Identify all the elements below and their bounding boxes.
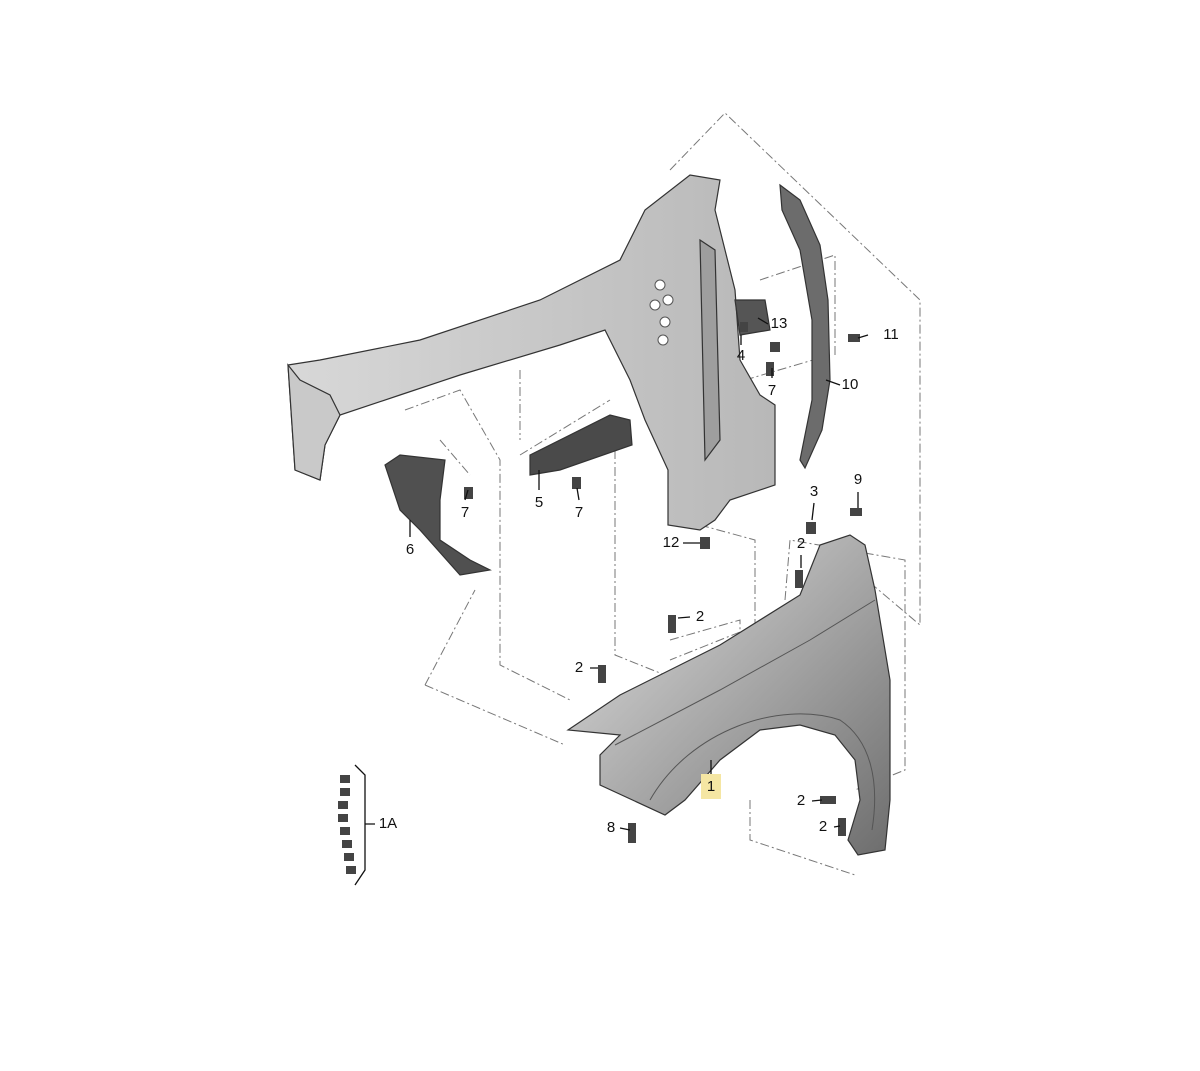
callout-7[interactable]: 7 xyxy=(461,504,469,521)
callout-2[interactable]: 2 xyxy=(797,792,805,809)
callout-1a[interactable]: 1A xyxy=(379,815,397,832)
part-5-bracket[interactable] xyxy=(529,414,633,476)
callout-10[interactable]: 10 xyxy=(842,376,859,393)
part-6-bracket[interactable] xyxy=(384,454,492,576)
part-1-fender[interactable] xyxy=(566,534,891,856)
callout-1-highlight xyxy=(701,774,721,799)
callout-2[interactable]: 2 xyxy=(797,535,805,552)
callout-2[interactable]: 2 xyxy=(575,659,583,676)
callout-8[interactable]: 8 xyxy=(607,819,615,836)
callout-7[interactable]: 7 xyxy=(575,504,583,521)
wheelhouse-pillar-structure xyxy=(287,174,776,531)
leader-lines xyxy=(409,317,869,831)
callout-4[interactable]: 4 xyxy=(737,347,745,364)
fasteners xyxy=(338,322,862,874)
callout-7[interactable]: 7 xyxy=(768,382,776,399)
callout-13[interactable]: 13 xyxy=(771,315,788,332)
callout-3[interactable]: 3 xyxy=(810,483,818,500)
callout-9[interactable]: 9 xyxy=(854,471,862,488)
callouts: 13 4 7 11 10 7 5 7 6 12 3 9 2 2 2 1 2 2 … xyxy=(379,315,899,836)
callout-11[interactable]: 11 xyxy=(883,326,899,343)
callout-5[interactable]: 5 xyxy=(535,494,543,511)
callout-2[interactable]: 2 xyxy=(696,608,704,625)
part-10-seal-strip[interactable] xyxy=(779,183,831,470)
group-1a-bracket xyxy=(354,764,375,886)
callout-2[interactable]: 2 xyxy=(819,818,827,835)
callout-12[interactable]: 12 xyxy=(663,534,680,551)
assembly-guide-lines xyxy=(404,112,921,876)
callout-6[interactable]: 6 xyxy=(406,541,414,558)
callout-1[interactable]: 1 xyxy=(707,778,715,795)
